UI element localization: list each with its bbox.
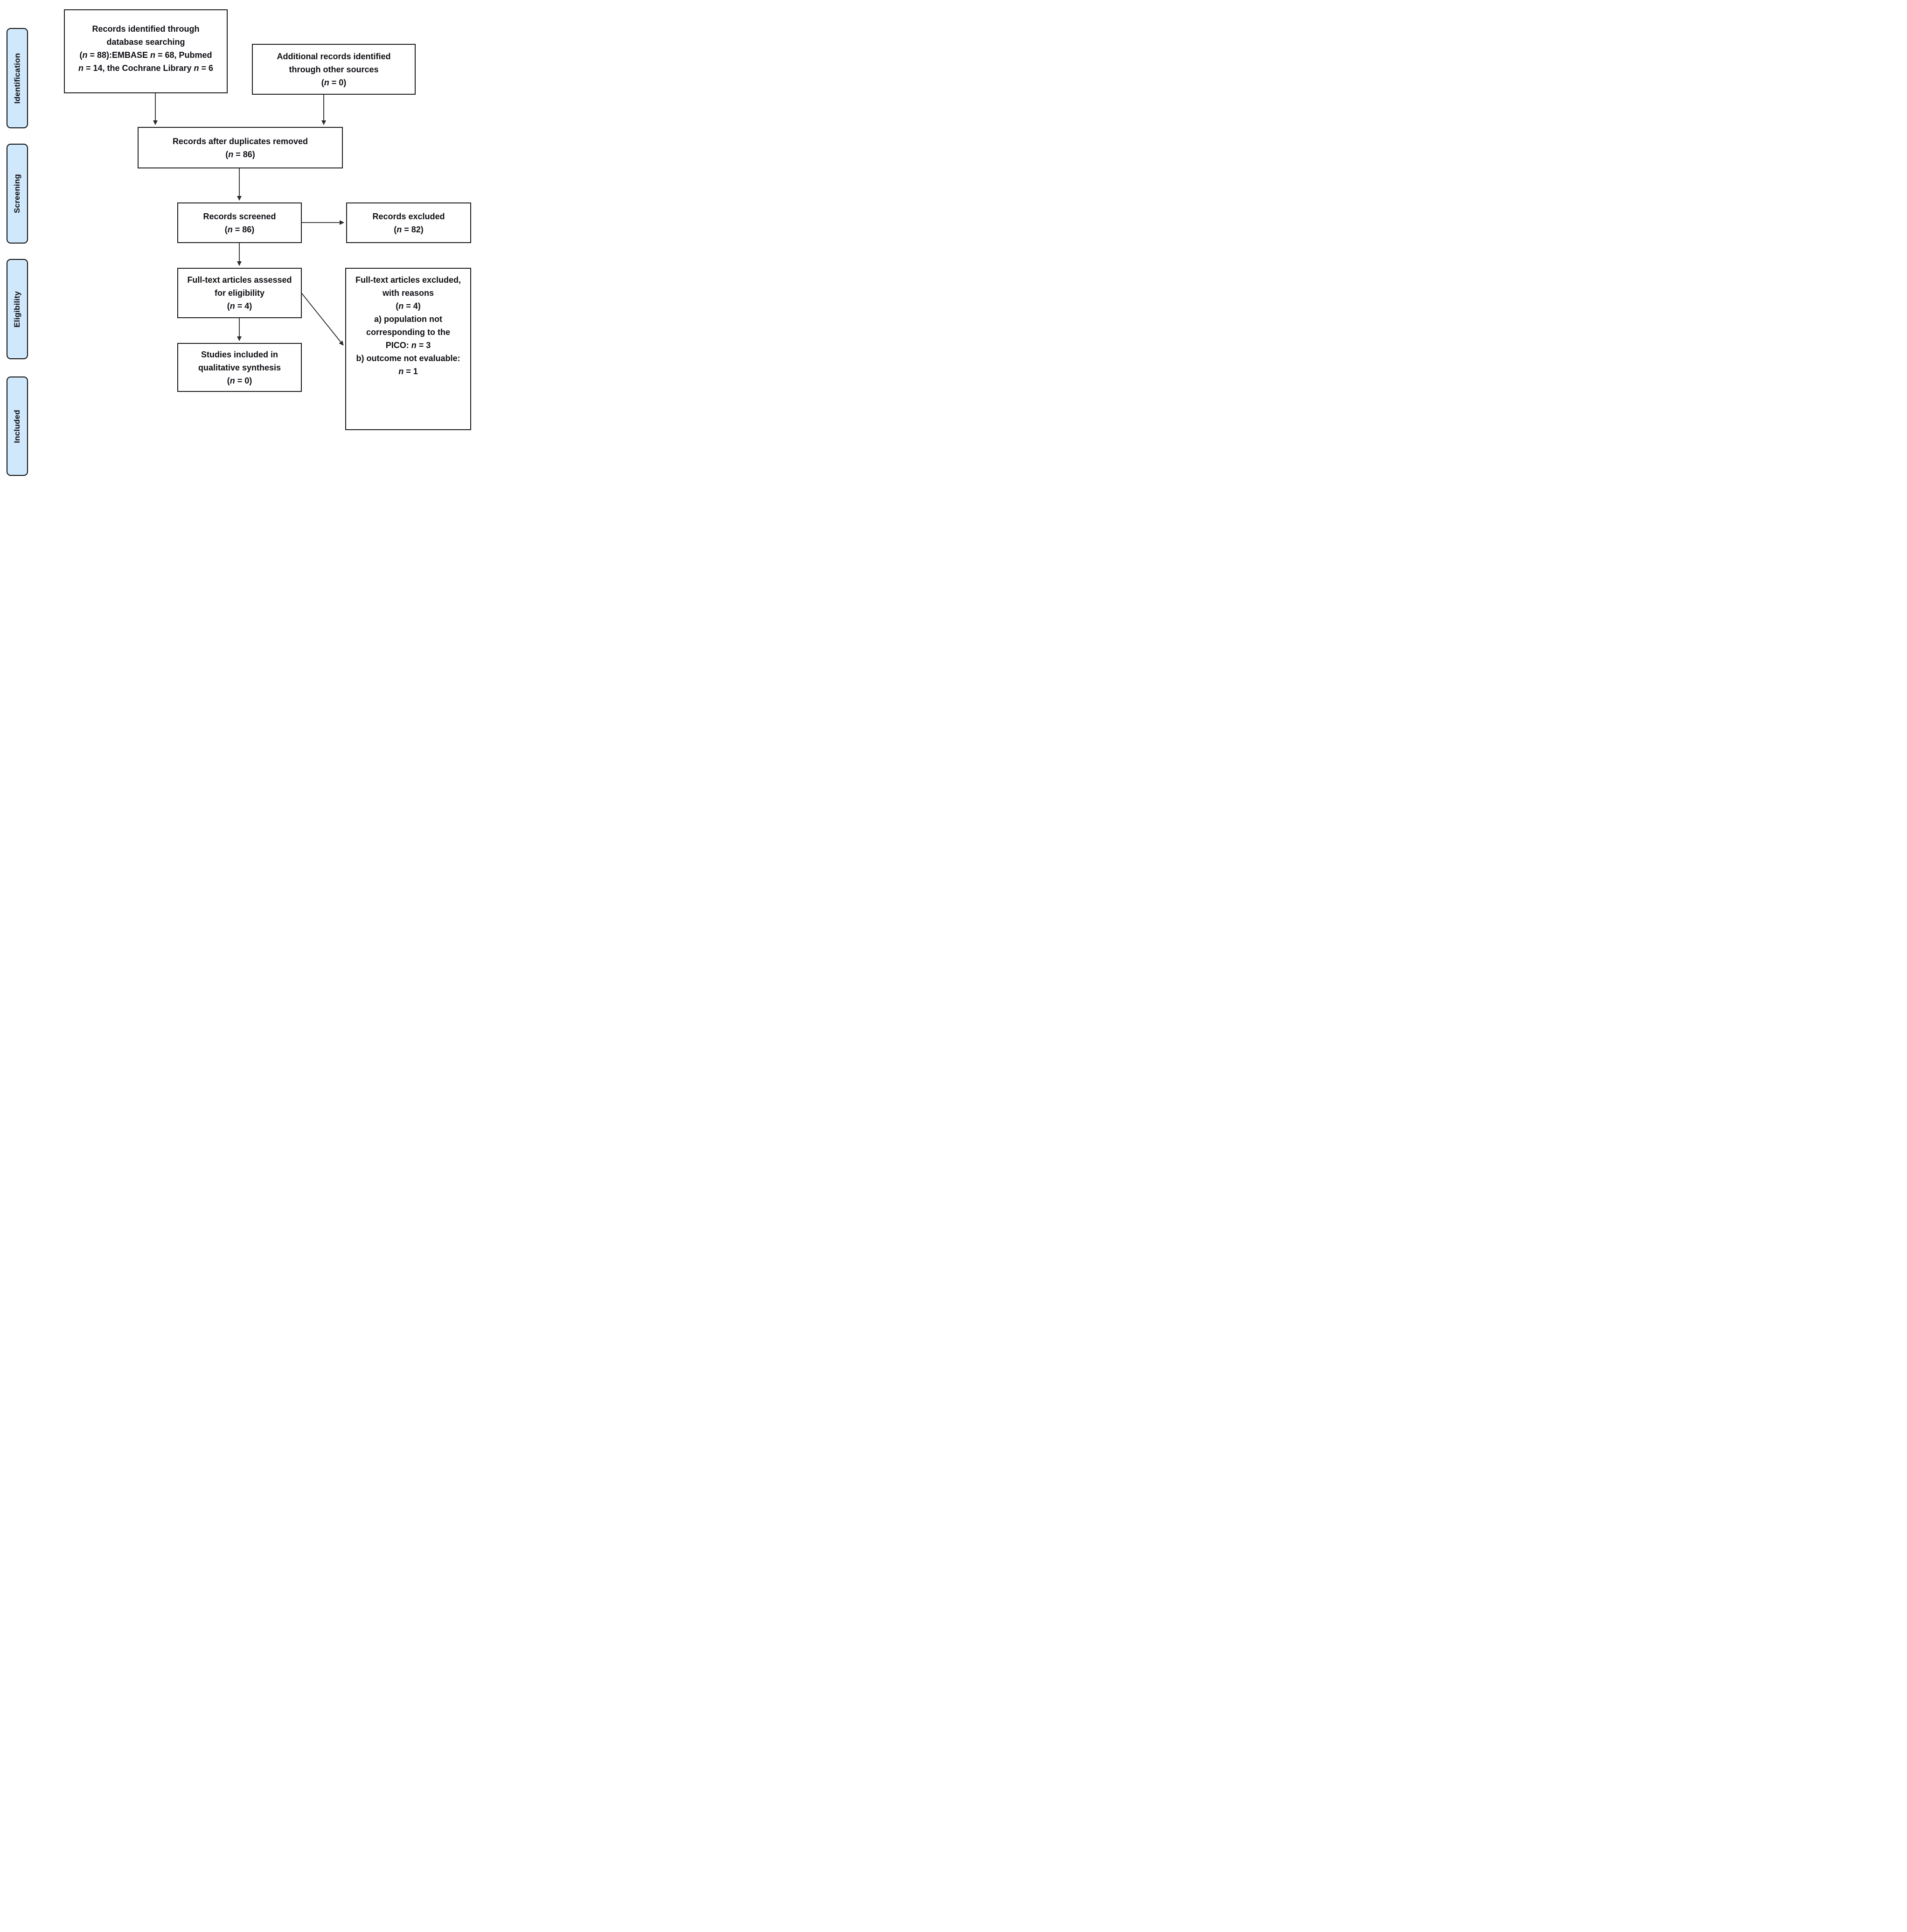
stage-label-eligibility: Eligibility (7, 259, 28, 359)
prisma-flow-diagram: Identification Screening Eligibility Inc… (0, 0, 477, 483)
box-records-after-duplicates-removed-text: Records after duplicates removed (n = 86… (172, 136, 308, 159)
box-records-screened: Records screened (n = 86) (177, 202, 302, 243)
box-records-after-duplicates-removed: Records after duplicates removed (n = 86… (138, 127, 343, 168)
box-records-excluded-text: Records excluded (n = 82) (372, 211, 445, 234)
box-records-identified-text: Records identified through database sear… (78, 24, 214, 73)
stage-label-included-text: Included (13, 409, 21, 443)
box-records-identified: Records identified through database sear… (64, 9, 228, 93)
box-additional-records-text: Additional records identified through ot… (277, 51, 391, 87)
box-fulltext-articles-excluded-text: Full-text articles excluded, with reason… (355, 275, 461, 376)
box-fulltext-articles-assessed: Full-text articles assessed for eligibil… (177, 268, 302, 318)
box-studies-included-text: Studies included in qualitative synthesi… (198, 349, 281, 385)
box-fulltext-articles-assessed-text: Full-text articles assessed for eligibil… (187, 275, 292, 311)
stage-label-screening: Screening (7, 144, 28, 244)
box-fulltext-articles-excluded: Full-text articles excluded, with reason… (345, 268, 471, 430)
box-records-excluded: Records excluded (n = 82) (346, 202, 471, 243)
box-additional-records: Additional records identified through ot… (252, 44, 416, 95)
stage-label-included: Included (7, 377, 28, 476)
stage-label-eligibility-text: Eligibility (13, 291, 22, 328)
stage-label-identification-text: Identification (13, 53, 22, 104)
box-studies-included: Studies included in qualitative synthesi… (177, 343, 302, 392)
arrow-fulltext-to-excluded-diagonal (301, 293, 344, 346)
stage-label-screening-text: Screening (13, 174, 21, 213)
box-records-screened-text: Records screened (n = 86) (203, 211, 276, 234)
stage-label-identification: Identification (7, 28, 28, 128)
